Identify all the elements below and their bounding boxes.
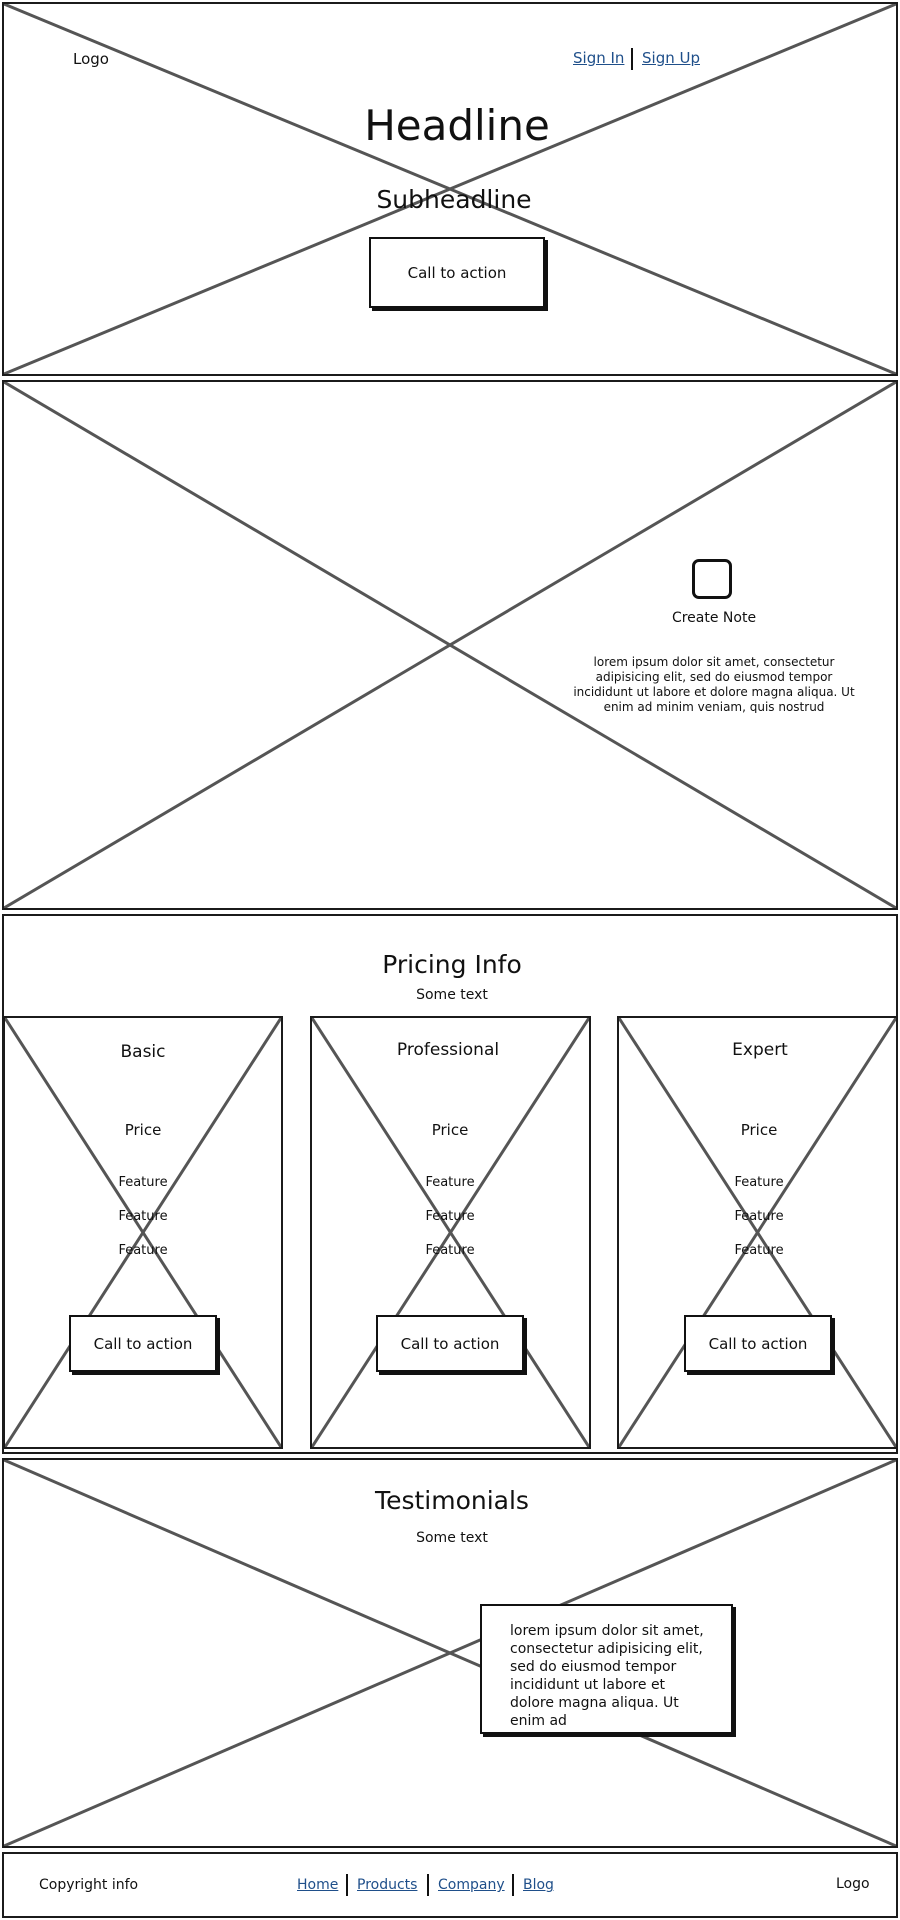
pricing-card-professional: Professional Price Feature Feature Featu… (310, 1016, 591, 1449)
testimonials-subtitle: Some text (416, 1530, 488, 1546)
plan-feature: Feature (734, 1175, 784, 1190)
plan-name: Basic (120, 1042, 166, 1062)
plan-price: Price (431, 1121, 469, 1139)
testimonial-card: lorem ipsum dolor sit amet, consectetur … (480, 1604, 733, 1734)
hero-cta-button[interactable]: Call to action (369, 237, 545, 308)
plan-cta-button[interactable]: Call to action (376, 1315, 524, 1372)
footer-divider (427, 1874, 429, 1896)
plan-price: Price (124, 1121, 162, 1139)
hero-subheadline: Subheadline (376, 185, 532, 214)
plan-cta-button[interactable]: Call to action (684, 1315, 832, 1372)
pricing-card-expert: Expert Price Feature Feature Feature Cal… (617, 1016, 898, 1449)
feature-section: Create Note lorem ipsum dolor sit amet, … (2, 380, 898, 910)
plan-image-placeholder (312, 1018, 589, 1447)
pricing-subtitle: Some text (416, 987, 488, 1003)
footer-link-blog[interactable]: Blog (523, 1877, 554, 1893)
plan-image-placeholder (5, 1018, 281, 1447)
plan-feature: Feature (118, 1243, 168, 1258)
sign-up-link[interactable]: Sign Up (642, 49, 700, 67)
plan-feature: Feature (425, 1175, 475, 1190)
testimonials-section: Testimonials Some text lorem ipsum dolor… (2, 1458, 898, 1848)
sign-in-link[interactable]: Sign In (573, 49, 625, 67)
hero-headline: Headline (364, 101, 550, 150)
plan-feature: Feature (118, 1175, 168, 1190)
testimonials-title: Testimonials (375, 1486, 529, 1515)
hero-logo: Logo (73, 50, 109, 68)
footer-link-products[interactable]: Products (357, 1877, 418, 1893)
footer-link-company[interactable]: Company (438, 1877, 505, 1893)
copyright-text: Copyright info (39, 1877, 139, 1893)
footer-link-home[interactable]: Home (297, 1877, 339, 1893)
plan-name: Expert (732, 1040, 788, 1060)
plan-feature: Feature (425, 1209, 475, 1224)
feature-image-placeholder (4, 382, 896, 908)
feature-paragraph: lorem ipsum dolor sit amet, consectetur … (573, 655, 855, 713)
hero-image-placeholder (4, 4, 896, 374)
plan-name: Professional (396, 1040, 500, 1060)
footer-divider (346, 1874, 348, 1896)
testimonials-image-placeholder (4, 1460, 896, 1846)
pricing-title: Pricing Info (382, 950, 522, 979)
hero-section: Logo Sign In Sign Up Headline Subheadlin… (2, 2, 898, 376)
create-note-label: Create Note (671, 610, 757, 626)
plan-image-placeholder (619, 1018, 896, 1447)
pricing-card-basic: Basic Price Feature Feature Feature Call… (3, 1016, 283, 1449)
create-note-icon[interactable] (692, 559, 732, 599)
auth-divider (631, 48, 633, 70)
plan-price: Price (740, 1121, 778, 1139)
footer-divider (512, 1874, 514, 1896)
plan-cta-button[interactable]: Call to action (69, 1315, 217, 1372)
footer-logo: Logo (836, 1876, 870, 1892)
plan-feature: Feature (734, 1243, 784, 1258)
footer: Copyright info Home Products Company Blo… (2, 1852, 898, 1918)
plan-feature: Feature (734, 1209, 784, 1224)
plan-feature: Feature (425, 1243, 475, 1258)
plan-feature: Feature (118, 1209, 168, 1224)
